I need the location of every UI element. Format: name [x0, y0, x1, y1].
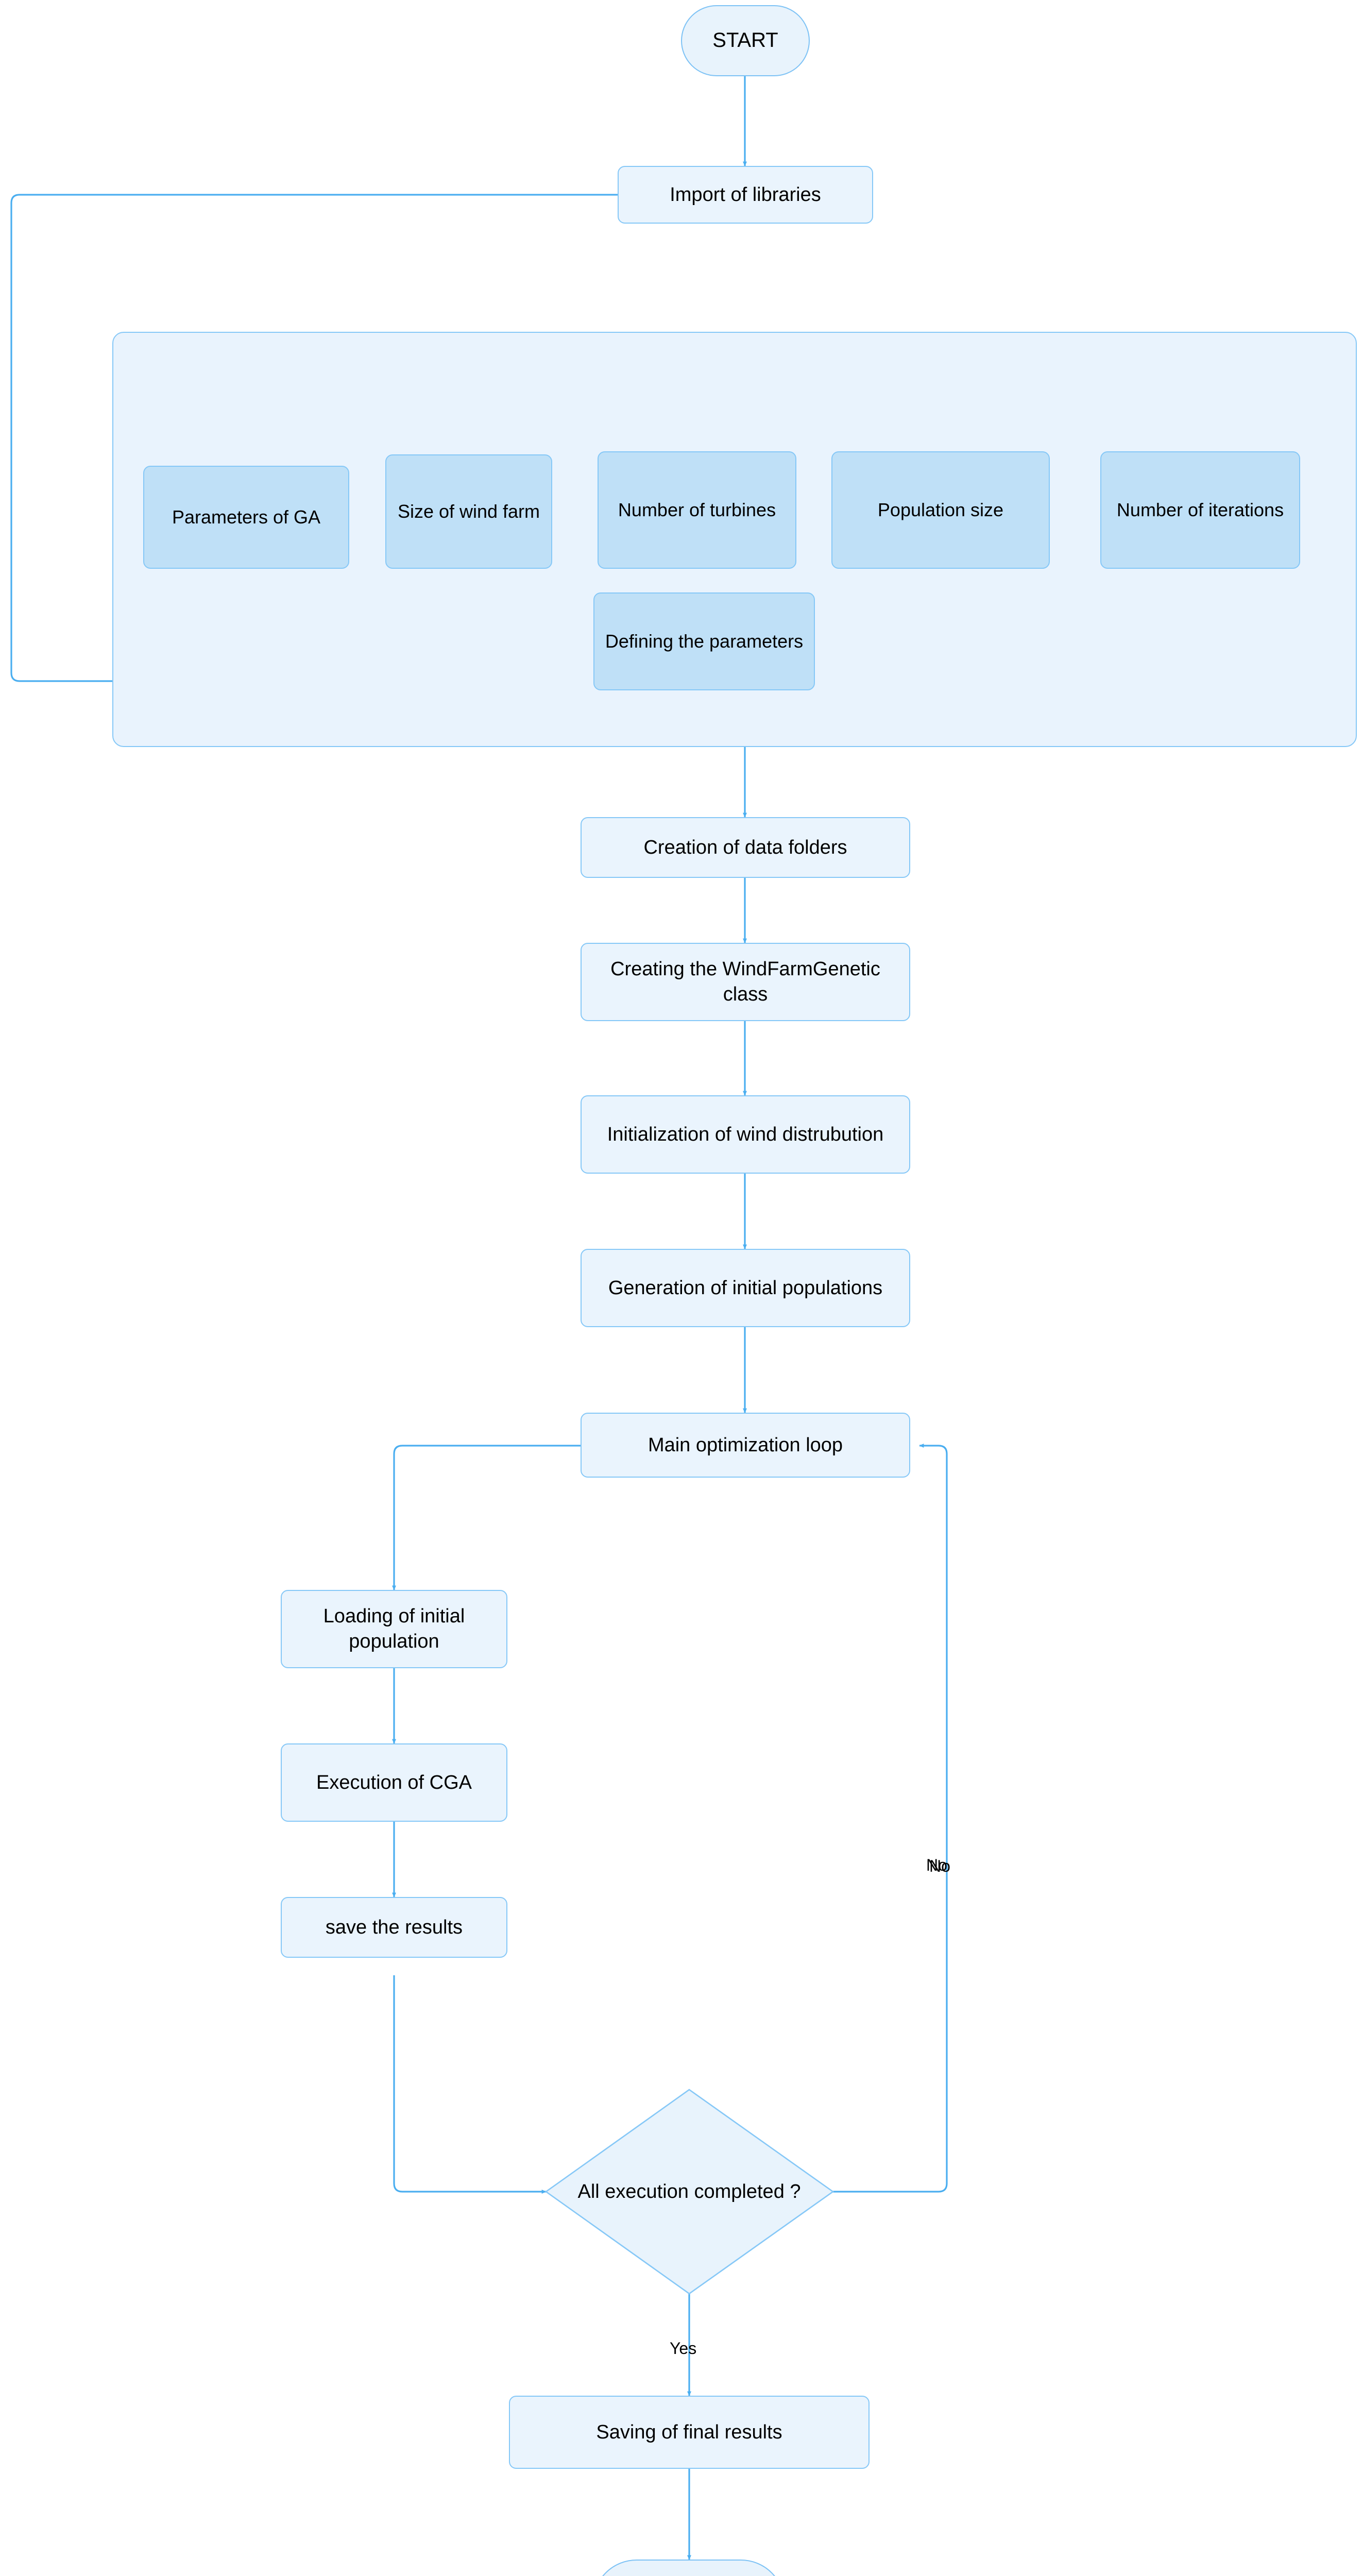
edge-decision-no-to-mainloop: [833, 1444, 948, 2193]
node-main-optimization-loop-label: Main optimization loop: [648, 1434, 843, 1456]
node-population-size[interactable]: Population size: [831, 451, 1050, 569]
node-execution-of-cga[interactable]: Execution of CGA: [281, 1743, 507, 1822]
node-size-of-wind-farm-label: Size of wind farm: [397, 500, 540, 522]
node-decision-label: All execution completed ?: [577, 2180, 801, 2202]
node-generation-of-initial-populations[interactable]: Generation of initial populations: [581, 1249, 910, 1327]
node-save-the-results[interactable]: save the results: [281, 1897, 507, 1958]
node-number-of-iterations-label: Number of iterations: [1116, 499, 1284, 520]
node-creating-windfarmgenetic-class[interactable]: Creating the WindFarmGenetic class: [581, 943, 910, 1021]
node-saving-of-final-results-label: Saving of final results: [596, 2421, 782, 2443]
node-size-of-wind-farm[interactable]: Size of wind farm: [385, 454, 552, 569]
edge-import-to-defining: [10, 194, 618, 683]
node-number-of-iterations[interactable]: Number of iterations: [1100, 451, 1300, 569]
node-import-libraries-label: Import of libraries: [670, 183, 821, 206]
node-parameters-of-ga-label: Parameters of GA: [172, 506, 321, 528]
edge-save-to-decision: [393, 1975, 547, 2194]
node-save-the-results-label: save the results: [325, 1916, 463, 1938]
decision-diamond-shape: [544, 2089, 834, 2295]
node-initialization-of-wind-distribution-label: Initialization of wind distrubution: [607, 1123, 884, 1145]
node-creation-of-data-folders-label: Creation of data folders: [643, 836, 847, 858]
edge-label-yes: Yes: [670, 2339, 696, 2358]
node-decision-all-execution-completed[interactable]: All execution completed ?: [567, 2149, 812, 2234]
node-initialization-of-wind-distribution[interactable]: Initialization of wind distrubution: [581, 1095, 910, 1174]
node-main-optimization-loop[interactable]: Main optimization loop: [581, 1413, 910, 1478]
edge-label-no-text: No: [926, 1856, 947, 1874]
edge-label-no: No: [926, 1856, 947, 1875]
node-execution-of-cga-label: Execution of CGA: [316, 1771, 472, 1793]
node-defining-the-parameters[interactable]: Defining the parameters: [593, 592, 815, 690]
node-start[interactable]: START: [681, 5, 810, 76]
edge-label-no-overlap: No: [929, 1857, 950, 1876]
node-loading-of-initial-population[interactable]: Loading of initial population: [281, 1590, 507, 1668]
node-creating-windfarmgenetic-class-label: Creating the WindFarmGenetic class: [610, 958, 880, 1005]
node-loading-of-initial-population-label: Loading of initial population: [323, 1605, 465, 1652]
node-saving-of-final-results[interactable]: Saving of final results: [509, 2396, 870, 2469]
node-end[interactable]: END: [592, 2560, 785, 2576]
node-generation-of-initial-populations-label: Generation of initial populations: [608, 1277, 883, 1299]
node-creation-of-data-folders[interactable]: Creation of data folders: [581, 817, 910, 878]
node-import-libraries[interactable]: Import of libraries: [618, 166, 873, 224]
edge-mainloop-to-loading: [392, 1445, 581, 1590]
edge-label-no-overlap-text: No: [929, 1857, 950, 1875]
edge-label-yes-text: Yes: [670, 2339, 697, 2358]
node-defining-the-parameters-label: Defining the parameters: [605, 630, 804, 652]
node-parameters-of-ga[interactable]: Parameters of GA: [143, 466, 349, 569]
node-number-of-turbines[interactable]: Number of turbines: [598, 451, 796, 569]
node-start-label: START: [712, 29, 778, 52]
node-population-size-label: Population size: [877, 499, 1004, 520]
node-number-of-turbines-label: Number of turbines: [618, 499, 776, 520]
